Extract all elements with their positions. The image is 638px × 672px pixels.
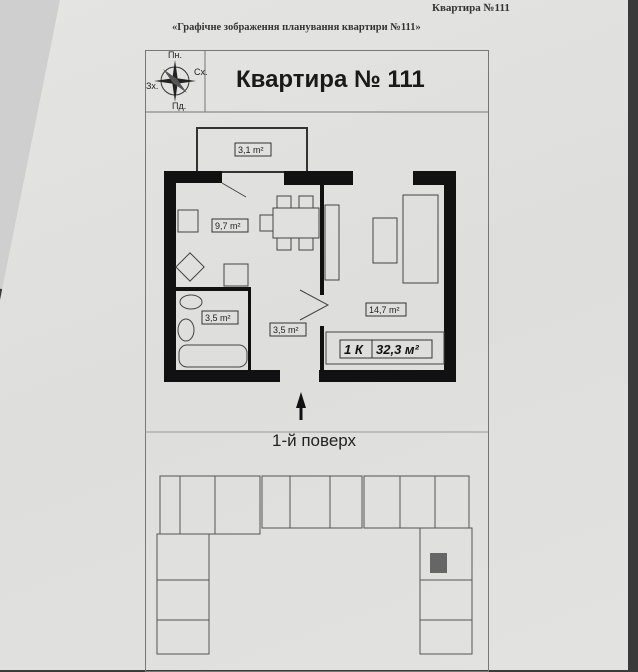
plan-title: Квартира № 111: [236, 66, 425, 93]
apartment-type: 1 К: [344, 342, 364, 357]
building-site-plan: [156, 475, 473, 655]
kitchen-area: 9,7 m²: [215, 221, 241, 231]
compass-icon: Пн. Сх. Зх. Пд.: [146, 50, 208, 111]
header-apartment-ref: Квартира №111: [432, 2, 510, 14]
bathroom-area: 3,5 m²: [205, 313, 231, 323]
compass-south: Пд.: [172, 101, 186, 111]
floor-label: 1-й поверх: [272, 431, 357, 450]
compass-east: Сх.: [194, 67, 208, 77]
compass-west: Зх.: [146, 81, 158, 91]
highlighted-apartment: [430, 553, 447, 573]
room-labels: 3,1 m² 9,7 m² 3,5 m² 3,5 m² 14,7 m² 1 К …: [201, 142, 433, 359]
living-room-area: 14,7 m²: [369, 305, 400, 315]
total-area: 32,3 м²: [376, 342, 420, 357]
walls: [164, 171, 456, 382]
balcony-area: 3,1 m²: [238, 145, 264, 155]
document-subtitle: «Графічне зображення планування квартири…: [172, 22, 421, 33]
compass-north: Пн.: [168, 50, 182, 60]
hall-area: 3,5 m²: [273, 325, 299, 335]
